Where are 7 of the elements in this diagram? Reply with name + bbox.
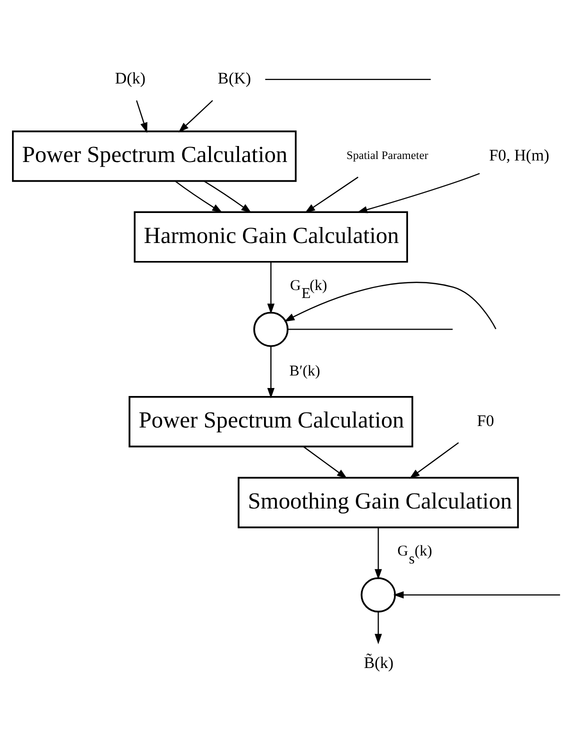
node-text: B̃(k) [364,654,394,672]
node-text: B(K) [218,70,252,88]
node-text: F0 [477,412,494,430]
node-text: F0, H(m) [489,146,550,164]
node-text: D(k) [115,70,146,88]
node-text: Spatial Parameter [346,150,428,162]
edge-label: B′(k) [289,362,320,379]
